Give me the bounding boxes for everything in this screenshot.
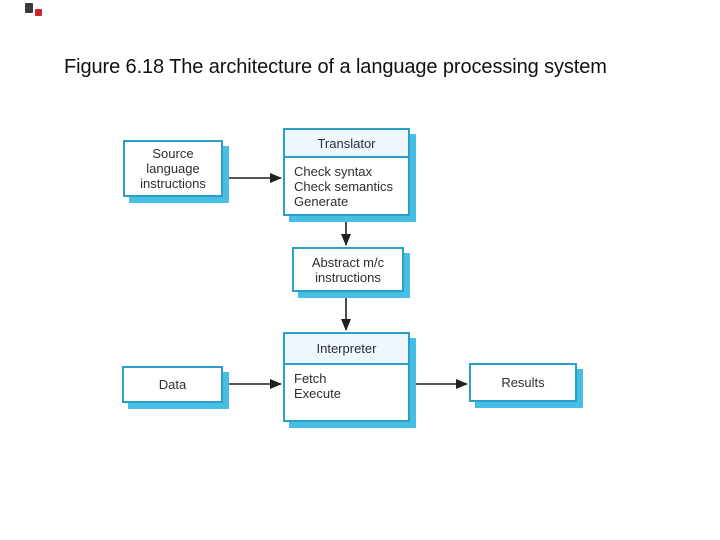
box-line: Check syntax bbox=[294, 164, 373, 179]
box-line: Fetch bbox=[294, 371, 327, 386]
corner-artifact-dark-icon bbox=[25, 3, 33, 13]
data-box: Data bbox=[122, 366, 223, 403]
interpreter-body: Fetch Execute bbox=[285, 365, 408, 401]
box-line: language bbox=[146, 161, 200, 176]
source-language-instructions-box: Source language instructions bbox=[123, 140, 223, 197]
box-line: Data bbox=[158, 377, 187, 392]
box-line: Generate bbox=[294, 194, 349, 209]
box-line: Results bbox=[501, 375, 545, 390]
translator-title: Translator bbox=[285, 130, 408, 158]
box-line: Check semantics bbox=[294, 179, 393, 194]
box-line: Source bbox=[152, 146, 194, 161]
box-line: instructions bbox=[315, 269, 381, 285]
figure-caption: Figure 6.18 The architecture of a langua… bbox=[64, 56, 607, 78]
interpreter-box: Interpreter Fetch Execute bbox=[283, 332, 410, 422]
abstract-mc-instructions-box: Abstract m/c instructions bbox=[292, 247, 404, 292]
interpreter-title: Interpreter bbox=[285, 334, 408, 365]
translator-body: Check syntax Check semantics Generate bbox=[285, 158, 408, 209]
box-line: Execute bbox=[294, 386, 341, 401]
translator-box: Translator Check syntax Check semantics … bbox=[283, 128, 410, 216]
results-box: Results bbox=[469, 363, 577, 402]
box-line: instructions bbox=[140, 176, 206, 191]
corner-artifact-red-icon bbox=[35, 9, 42, 16]
box-line: Abstract m/c bbox=[311, 254, 385, 270]
